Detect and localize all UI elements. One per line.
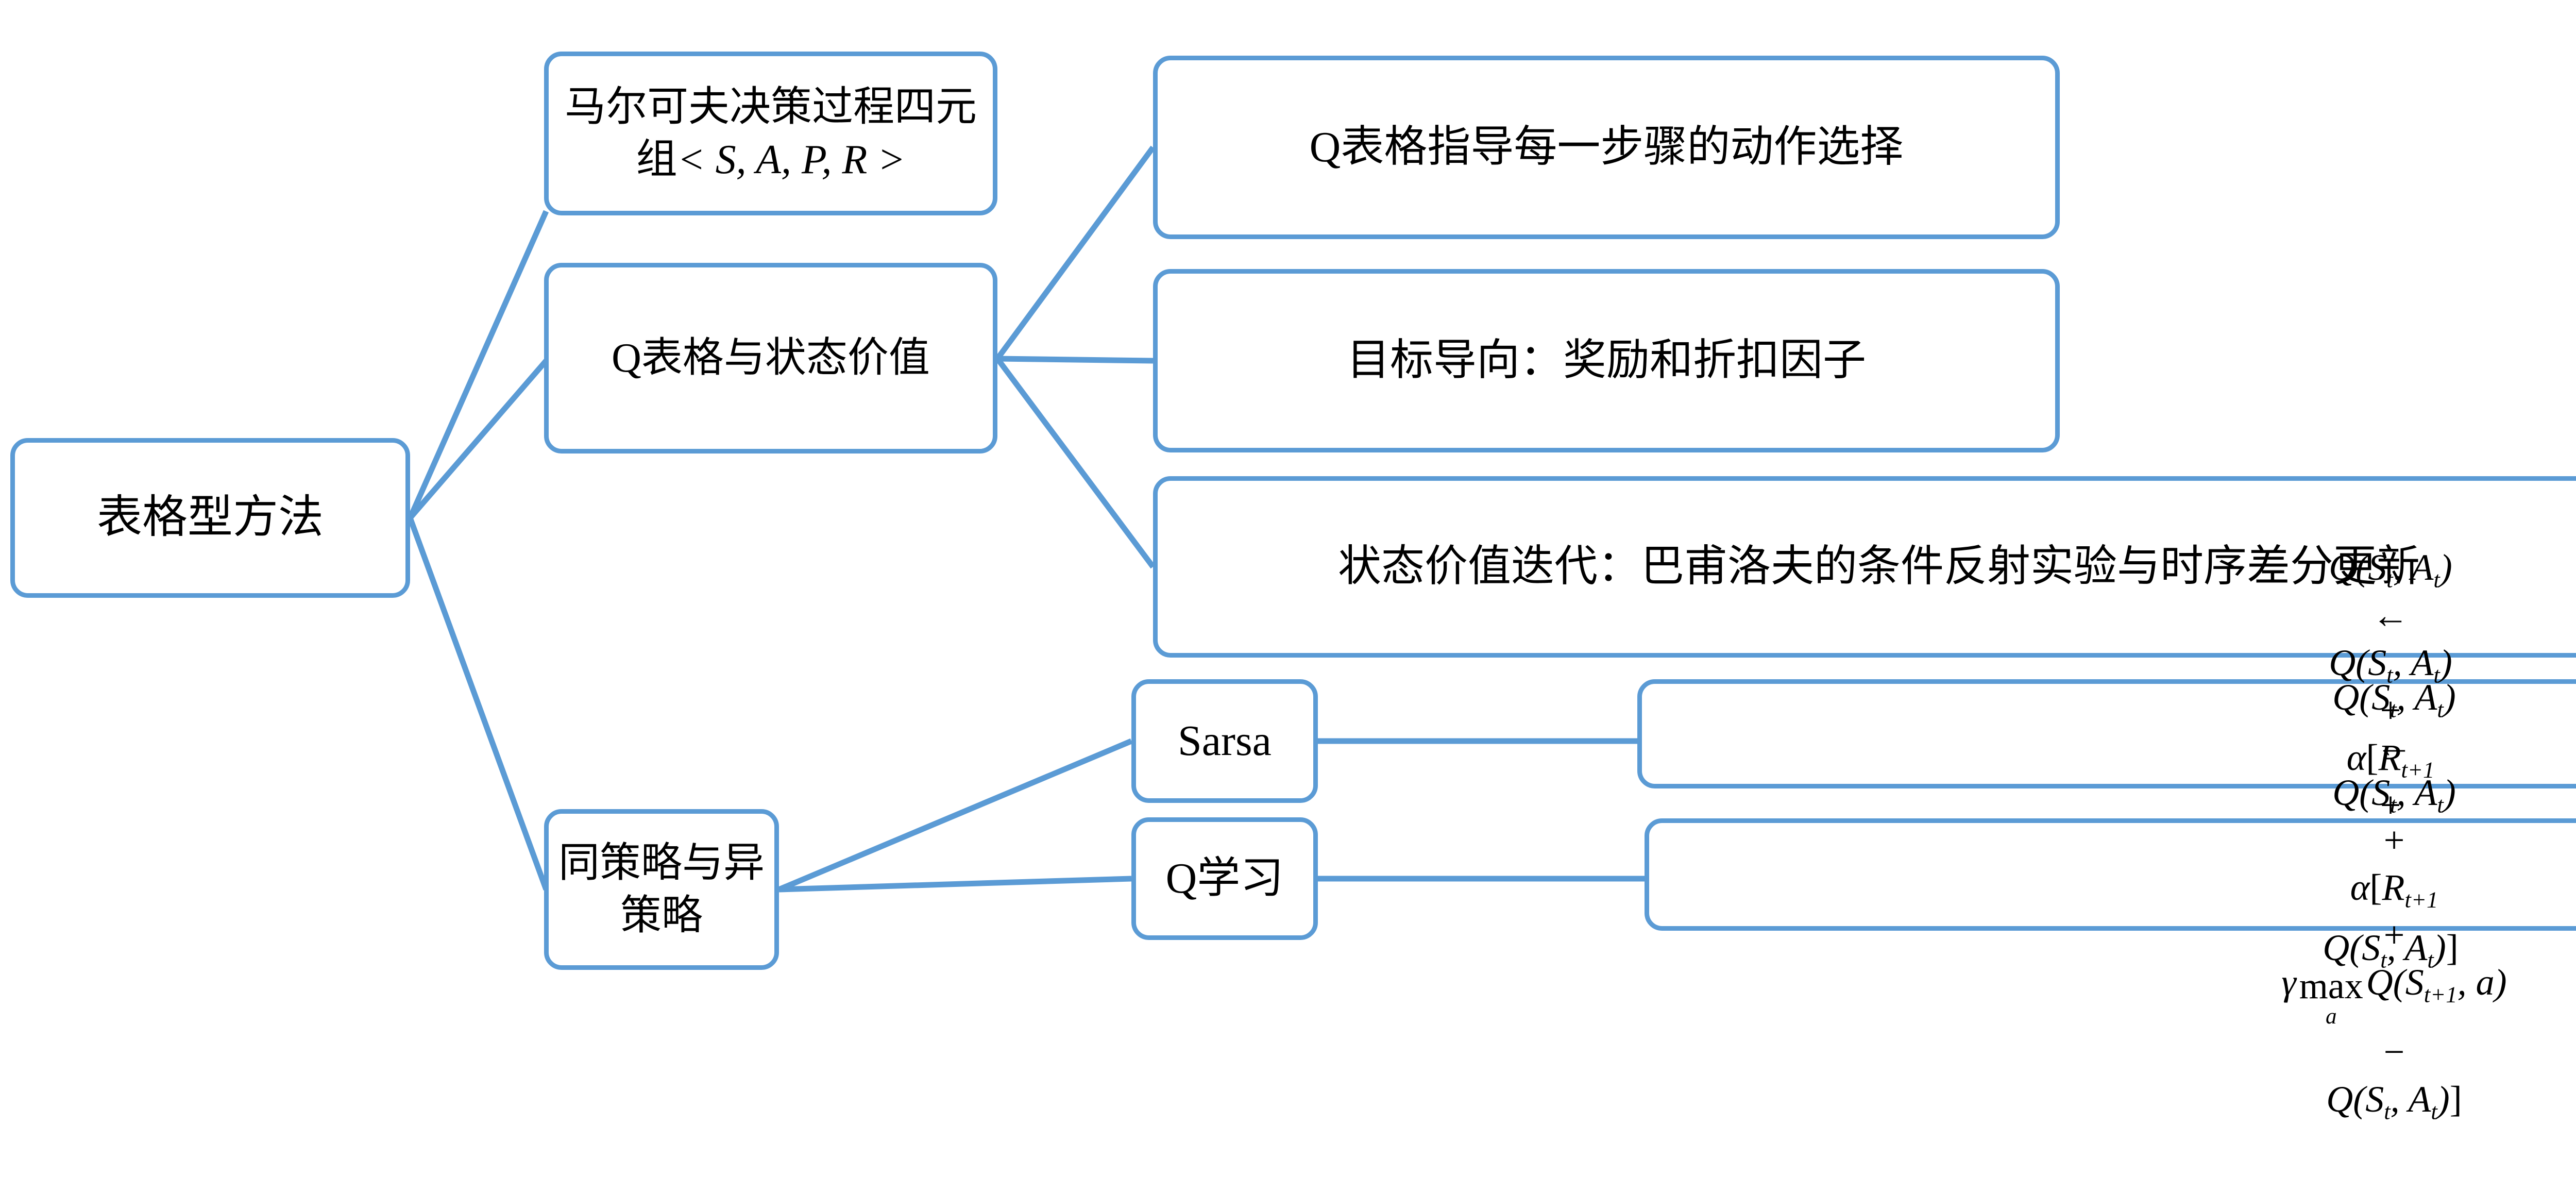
node-sarsa[interactable]: Sarsa	[1131, 679, 1318, 803]
sarsa-bracket-open: [	[2366, 737, 2379, 778]
node-action-selection[interactable]: Q表格指导每一步骤的动作选择	[1153, 56, 2060, 239]
qlearning-subtract-q: Q(St, At)	[2326, 1078, 2450, 1124]
node-root[interactable]: 表格型方法	[10, 438, 410, 598]
qlearning-reward: Rt+1	[2382, 866, 2438, 913]
qlearning-next-q: Q(St+1, a)	[2366, 962, 2507, 1008]
qlearning-alpha: α	[2350, 866, 2370, 908]
qlearning-lhs: Q(St, At)	[2332, 677, 2456, 723]
node-mdp-label: 马尔可夫决策过程四元组< S, A, P, R >	[558, 81, 984, 187]
node-goal-oriented[interactable]: 目标导向：奖励和折扣因子	[1153, 269, 2060, 452]
sarsa-rhs-q: Q(St, At)	[2329, 642, 2452, 687]
qlearning-max-text: max	[2299, 965, 2363, 1007]
node-qlearning[interactable]: Q学习	[1131, 817, 1318, 940]
node-mdp-label-cjk: 马尔可夫决策过程四元组	[565, 84, 977, 182]
node-sarsa-label: Sarsa	[1178, 717, 1272, 765]
qlearning-plus-2: +	[2383, 914, 2405, 956]
edge-root-to-qtable	[408, 359, 549, 520]
node-value-iteration[interactable]: 状态价值迭代：巴甫洛夫的条件反射实验与时序差分更新	[1153, 476, 2576, 658]
qlearning-gamma: γ	[2281, 962, 2296, 1003]
sarsa-assign-arrow: ←	[2371, 594, 2409, 636]
node-policy-label: 同策略与异策略	[558, 840, 765, 938]
edge-qtable-to-valueiter	[995, 357, 1156, 569]
sarsa-alpha: α	[2346, 737, 2366, 778]
edge-root-to-policy	[407, 517, 549, 891]
sarsa-bracket-close: ]	[2446, 927, 2459, 968]
qlearning-rhs-q: Q(St, At)	[2332, 771, 2456, 817]
node-mdp[interactable]: 马尔可夫决策过程四元组< S, A, P, R >	[544, 52, 997, 215]
node-action-selection-label: Q表格指导每一步骤的动作选择	[1309, 123, 1904, 172]
edge-policy-to-qlearning	[778, 876, 1132, 893]
sarsa-lhs: Q(St, At)	[2329, 547, 2452, 593]
node-mdp-label-math: < S, A, P, R >	[677, 137, 906, 182]
edge-policy-to-sarsa	[777, 738, 1133, 893]
node-value-iteration-label: 状态价值迭代：巴甫洛夫的条件反射实验与时序差分更新	[1337, 543, 2420, 591]
edge-qtable-to-action	[995, 145, 1156, 361]
node-qlearning-label: Q学习	[1165, 854, 1284, 903]
node-qtable[interactable]: Q表格与状态价值	[544, 263, 997, 454]
qlearning-plus: +	[2383, 819, 2405, 861]
qlearning-bracket-open: [	[2369, 866, 2382, 908]
node-policy[interactable]: 同策略与异策略	[544, 809, 779, 970]
edge-root-to-mdp	[407, 210, 549, 519]
edge-qtable-to-goal	[997, 356, 1154, 364]
sarsa-plus: +	[2380, 689, 2401, 731]
node-goal-oriented-label: 目标导向：奖励和折扣因子	[1346, 337, 1866, 385]
qlearning-assign-arrow: ←	[2375, 724, 2413, 766]
sarsa-reward: Rt+1	[2378, 737, 2435, 783]
node-qtable-label: Q表格与状态价值	[612, 335, 930, 381]
qlearning-bracket-close: ]	[2449, 1078, 2462, 1120]
qlearning-minus: −	[2383, 1031, 2405, 1072]
qlearning-max-subscript: a	[2325, 1004, 2337, 1029]
sarsa-subtract-q: Q(St, At)	[2323, 927, 2446, 972]
node-root-label: 表格型方法	[96, 492, 324, 543]
